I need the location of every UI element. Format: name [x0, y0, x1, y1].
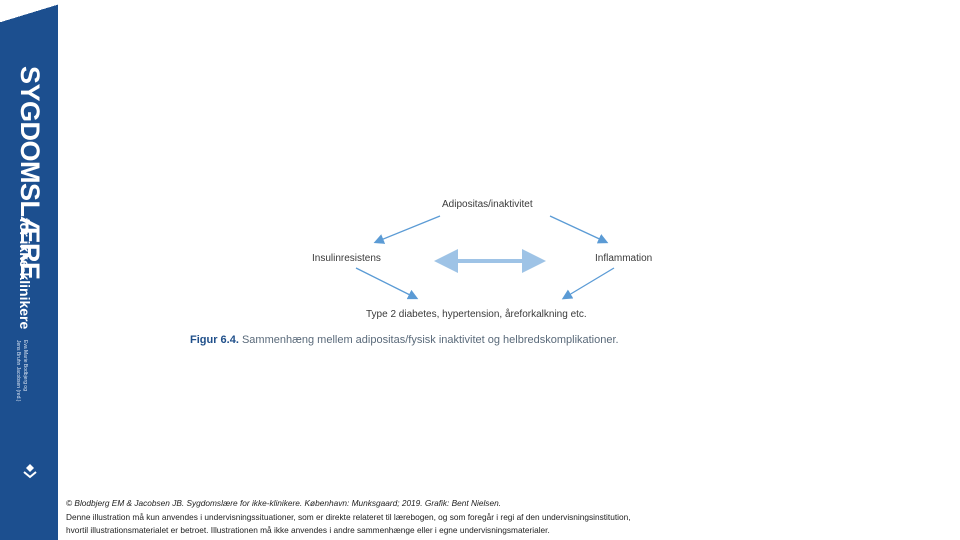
- book-spine-sidebar: SYGDOMSLÆRE for ikke-klinikere Eva Marie…: [0, 0, 58, 540]
- book-authors: Eva Marie Bodbjerg og Jens Bruhn Jacobse…: [14, 340, 28, 401]
- arrow-right-to-bottom: [561, 267, 615, 300]
- publisher-logo-icon: [21, 462, 39, 480]
- arrow-left-to-bottom: [355, 267, 419, 300]
- figure-label: Figur 6.4.: [190, 334, 239, 346]
- node-insulinresistens: Insulinresistens: [312, 253, 381, 264]
- diagram: Adipositas/inaktivitet Insulinresistens …: [300, 180, 720, 360]
- figure-caption: Figur 6.4. Sammenhæng mellem adipositas/…: [190, 334, 619, 346]
- credit-line-3: hvortil illustrationsmaterialet er betro…: [66, 525, 550, 535]
- author-line-2: Jens Bruhn Jacobsen (red.): [15, 340, 21, 402]
- sidebar-white-corner: [0, 0, 58, 540]
- author-line-1: Eva Marie Bodbjerg og: [22, 340, 28, 391]
- credit-source: © Blodbjerg EM & Jacobsen JB. Sygdomslær…: [66, 498, 501, 508]
- node-complications: Type 2 diabetes, hypertension, åreforkal…: [366, 309, 587, 320]
- book-subtitle: for ikke-klinikere: [17, 218, 33, 330]
- credit-line-2: Denne illustration må kun anvendes i und…: [66, 511, 631, 522]
- arrow-top-to-right: [549, 215, 609, 244]
- node-inflammation: Inflammation: [595, 253, 653, 264]
- copyright-notice: © Blodbjerg EM & Jacobsen JB. Sygdomslær…: [66, 497, 766, 538]
- arrow-top-to-left: [373, 215, 441, 244]
- spine-title: SYGDOMSLÆRE for ikke-klinikere: [14, 66, 45, 336]
- node-adipositas: Adipositas/inaktivitet: [442, 199, 533, 210]
- figure-caption-text: Sammenhæng mellem adipositas/fysisk inak…: [241, 334, 619, 346]
